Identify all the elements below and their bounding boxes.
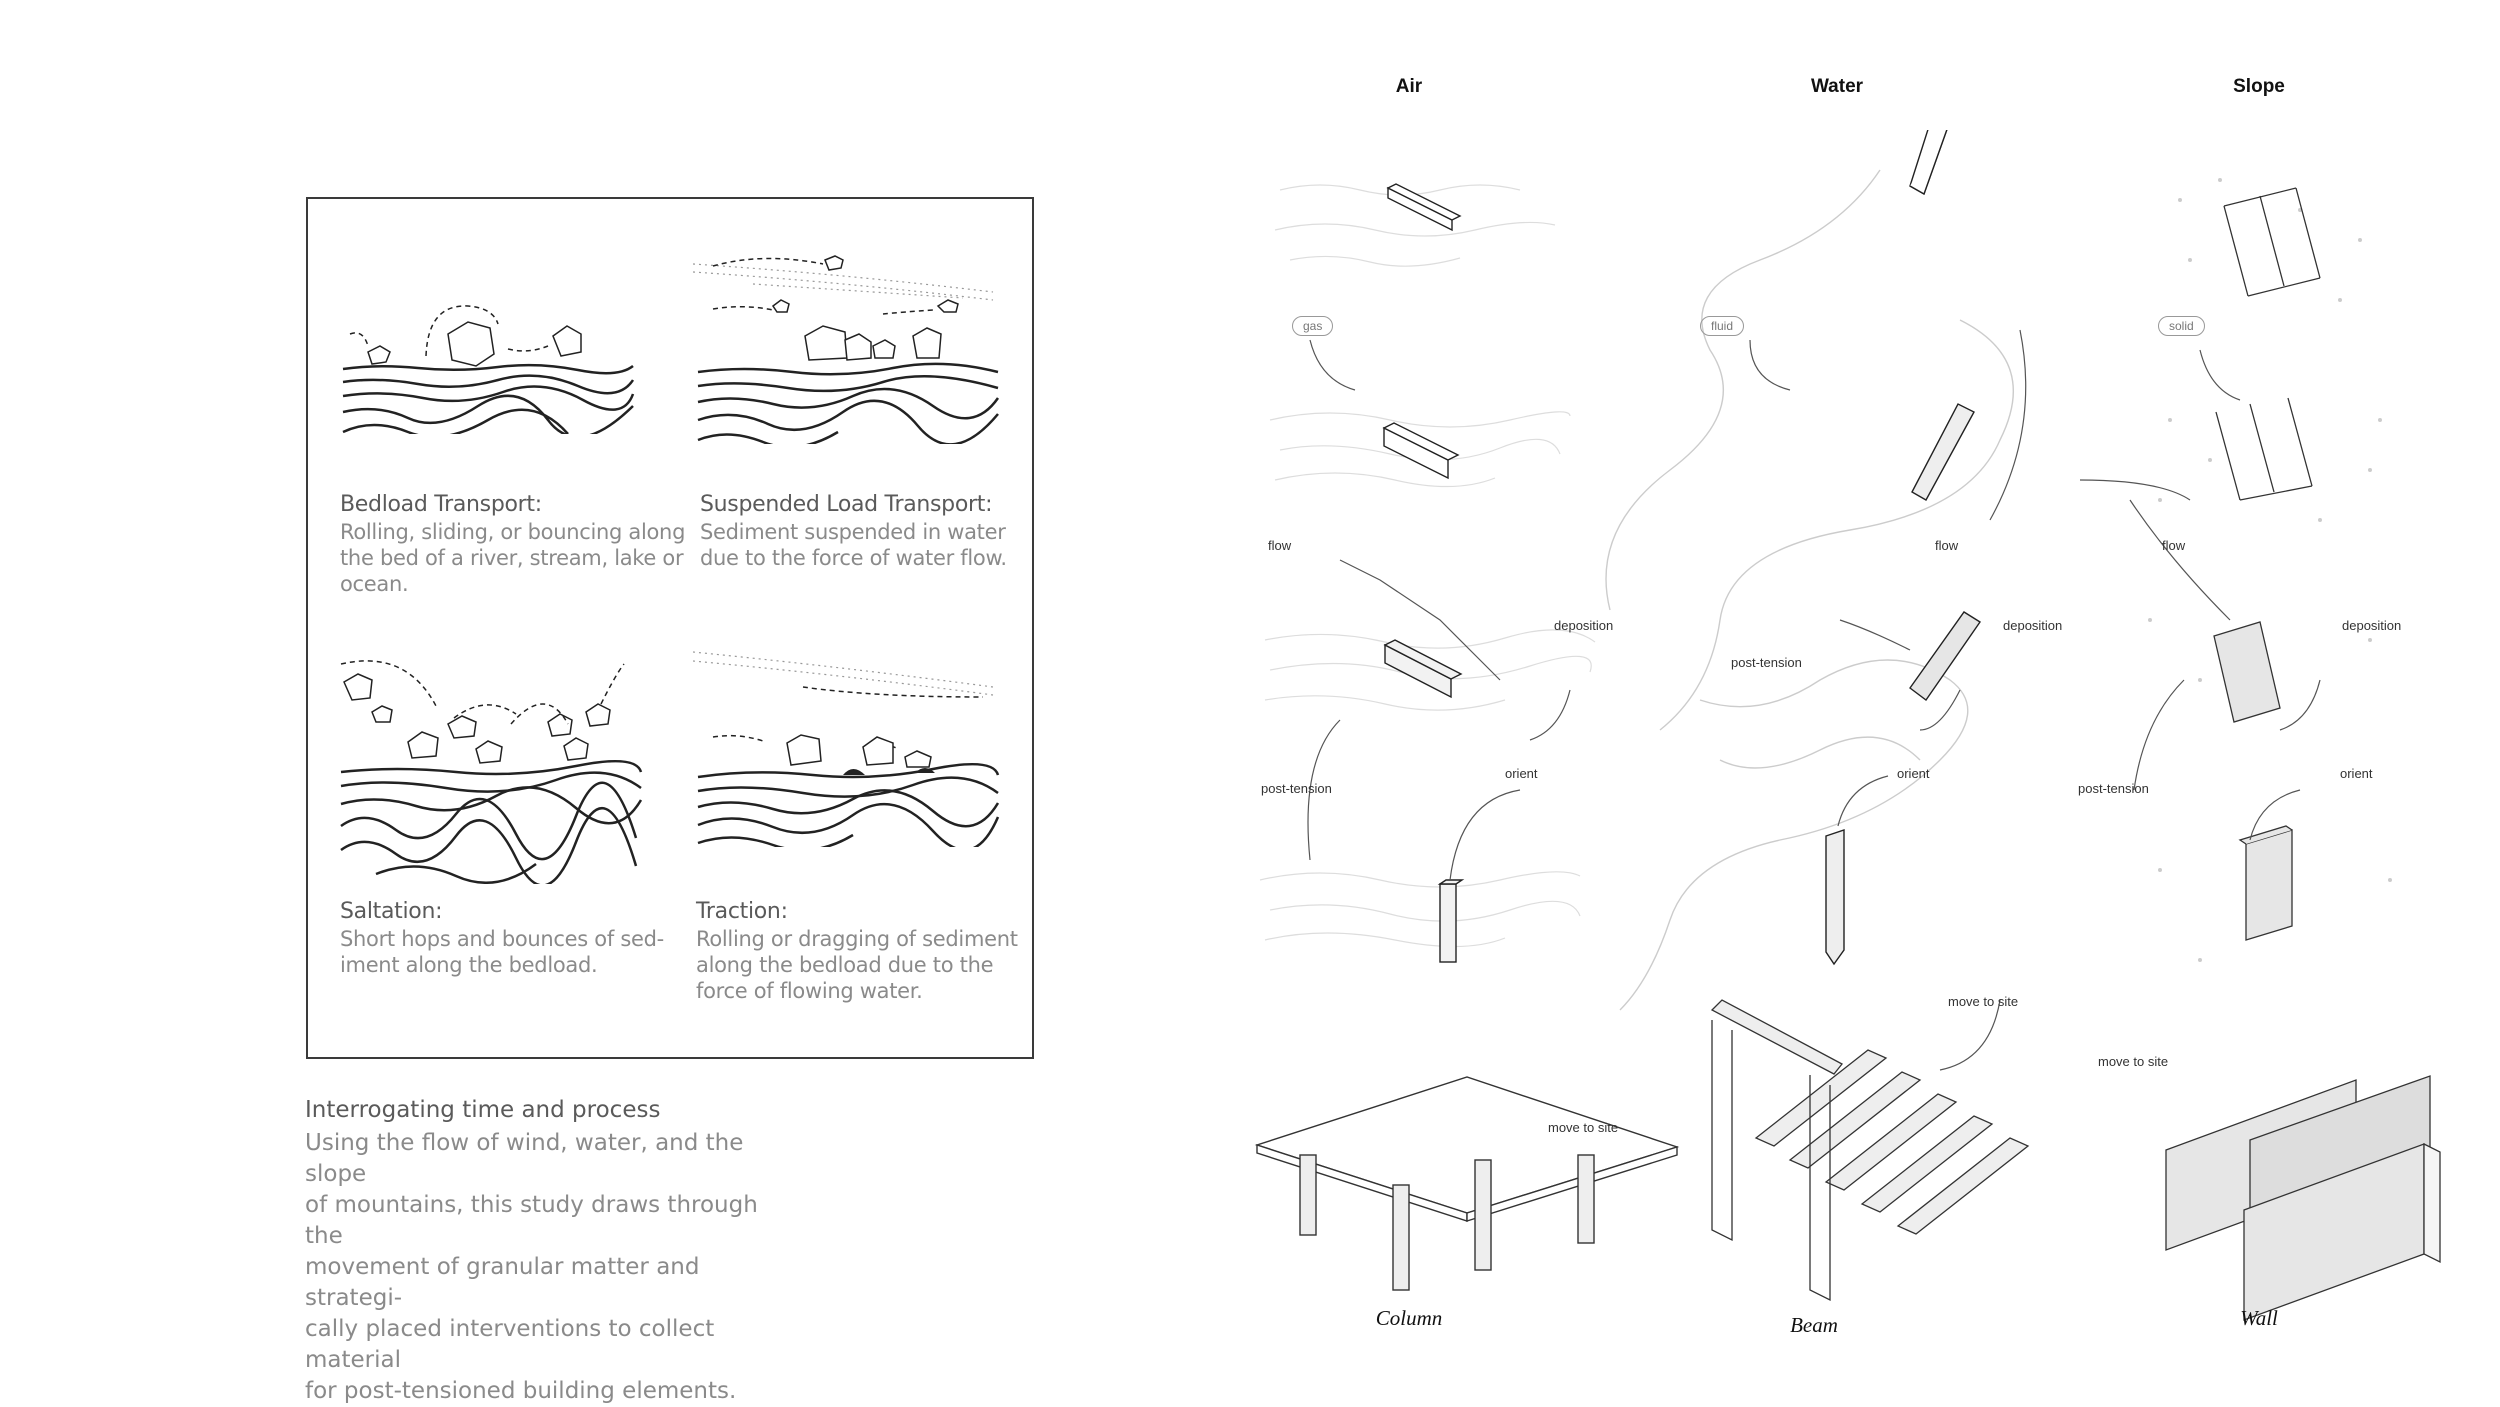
water-deposition-label: deposition	[2003, 618, 2062, 633]
slope-collector-2	[2216, 398, 2312, 500]
air-column-table	[1257, 1077, 1677, 1290]
slope-wall-upright	[2240, 826, 2292, 940]
saltation-description: Short hops and bounces of sed- iment alo…	[340, 926, 664, 978]
flow-arrows	[1308, 330, 2320, 1070]
traction-sketch	[693, 647, 1003, 847]
slope-collector-1	[2224, 188, 2320, 296]
traction-title: Traction:	[696, 899, 788, 924]
bedload-description: Rolling, sliding, or bouncing along the …	[340, 519, 685, 597]
air-deposition-label: deposition	[1554, 618, 1613, 633]
suspended-load-description: Sediment suspended in water due to the f…	[700, 519, 1007, 571]
water-post-tension-label: post-tension	[1731, 655, 1802, 670]
slope-deposition-label: deposition	[2342, 618, 2401, 633]
saltation-title: Saltation:	[340, 899, 442, 924]
suspended-load-title: Suspended Load Transport:	[700, 492, 992, 517]
intro-title: Interrogating time and process	[305, 1097, 660, 1123]
column-header-water: Water	[1811, 76, 1863, 98]
air-flow-label: flow	[1268, 538, 1291, 553]
slope-orient-label: orient	[2340, 766, 2373, 781]
slope-flow-label: flow	[2162, 538, 2185, 553]
bedload-title: Bedload Transport:	[340, 492, 542, 517]
air-orient-label: orient	[1505, 766, 1538, 781]
water-beam-assembly	[1712, 1000, 2028, 1300]
bedload-sketch	[338, 294, 638, 434]
air-collector-3	[1385, 640, 1461, 697]
column-header-air: Air	[1396, 76, 1422, 98]
saltation-sketch	[336, 654, 646, 884]
water-move-to-site-label: move to site	[1948, 994, 2018, 1009]
slope-wall-assembly	[2166, 1076, 2440, 1320]
column-element-label: Column	[1376, 1306, 1443, 1331]
slope-collector-3	[2214, 622, 2280, 722]
suspended-load-sketch	[693, 254, 1003, 444]
solid-label: solid	[2158, 316, 2205, 336]
process-drawing	[1240, 130, 2500, 1350]
fluid-label: fluid	[1700, 316, 1744, 336]
air-collector-1	[1388, 184, 1460, 230]
air-post-tension-label: post-tension	[1261, 781, 1332, 796]
wall-element-label: Wall	[2240, 1306, 2278, 1331]
traction-description: Rolling or dragging of sediment along th…	[696, 926, 1018, 1004]
intro-body: Using the flow of wind, water, and the s…	[305, 1128, 775, 1407]
river-terrain	[1606, 170, 2013, 1010]
water-collector-1	[1910, 130, 1956, 194]
water-orient-label: orient	[1897, 766, 1930, 781]
water-collector-3	[1910, 612, 1980, 700]
sediment-transport-panel: Bedload Transport: Rolling, sliding, or …	[306, 197, 1034, 1059]
gas-label: gas	[1292, 316, 1333, 336]
slope-move-to-site-label: move to site	[2098, 1054, 2168, 1069]
wind-terrain	[1260, 185, 1595, 947]
beam-element-label: Beam	[1790, 1313, 1838, 1338]
air-collector-2	[1384, 423, 1458, 478]
air-move-to-site-label: move to site	[1548, 1120, 1618, 1135]
water-beam-upright	[1826, 830, 1844, 964]
slope-post-tension-label: post-tension	[2078, 781, 2149, 796]
column-header-slope: Slope	[2233, 76, 2285, 98]
water-flow-label: flow	[1935, 538, 1958, 553]
